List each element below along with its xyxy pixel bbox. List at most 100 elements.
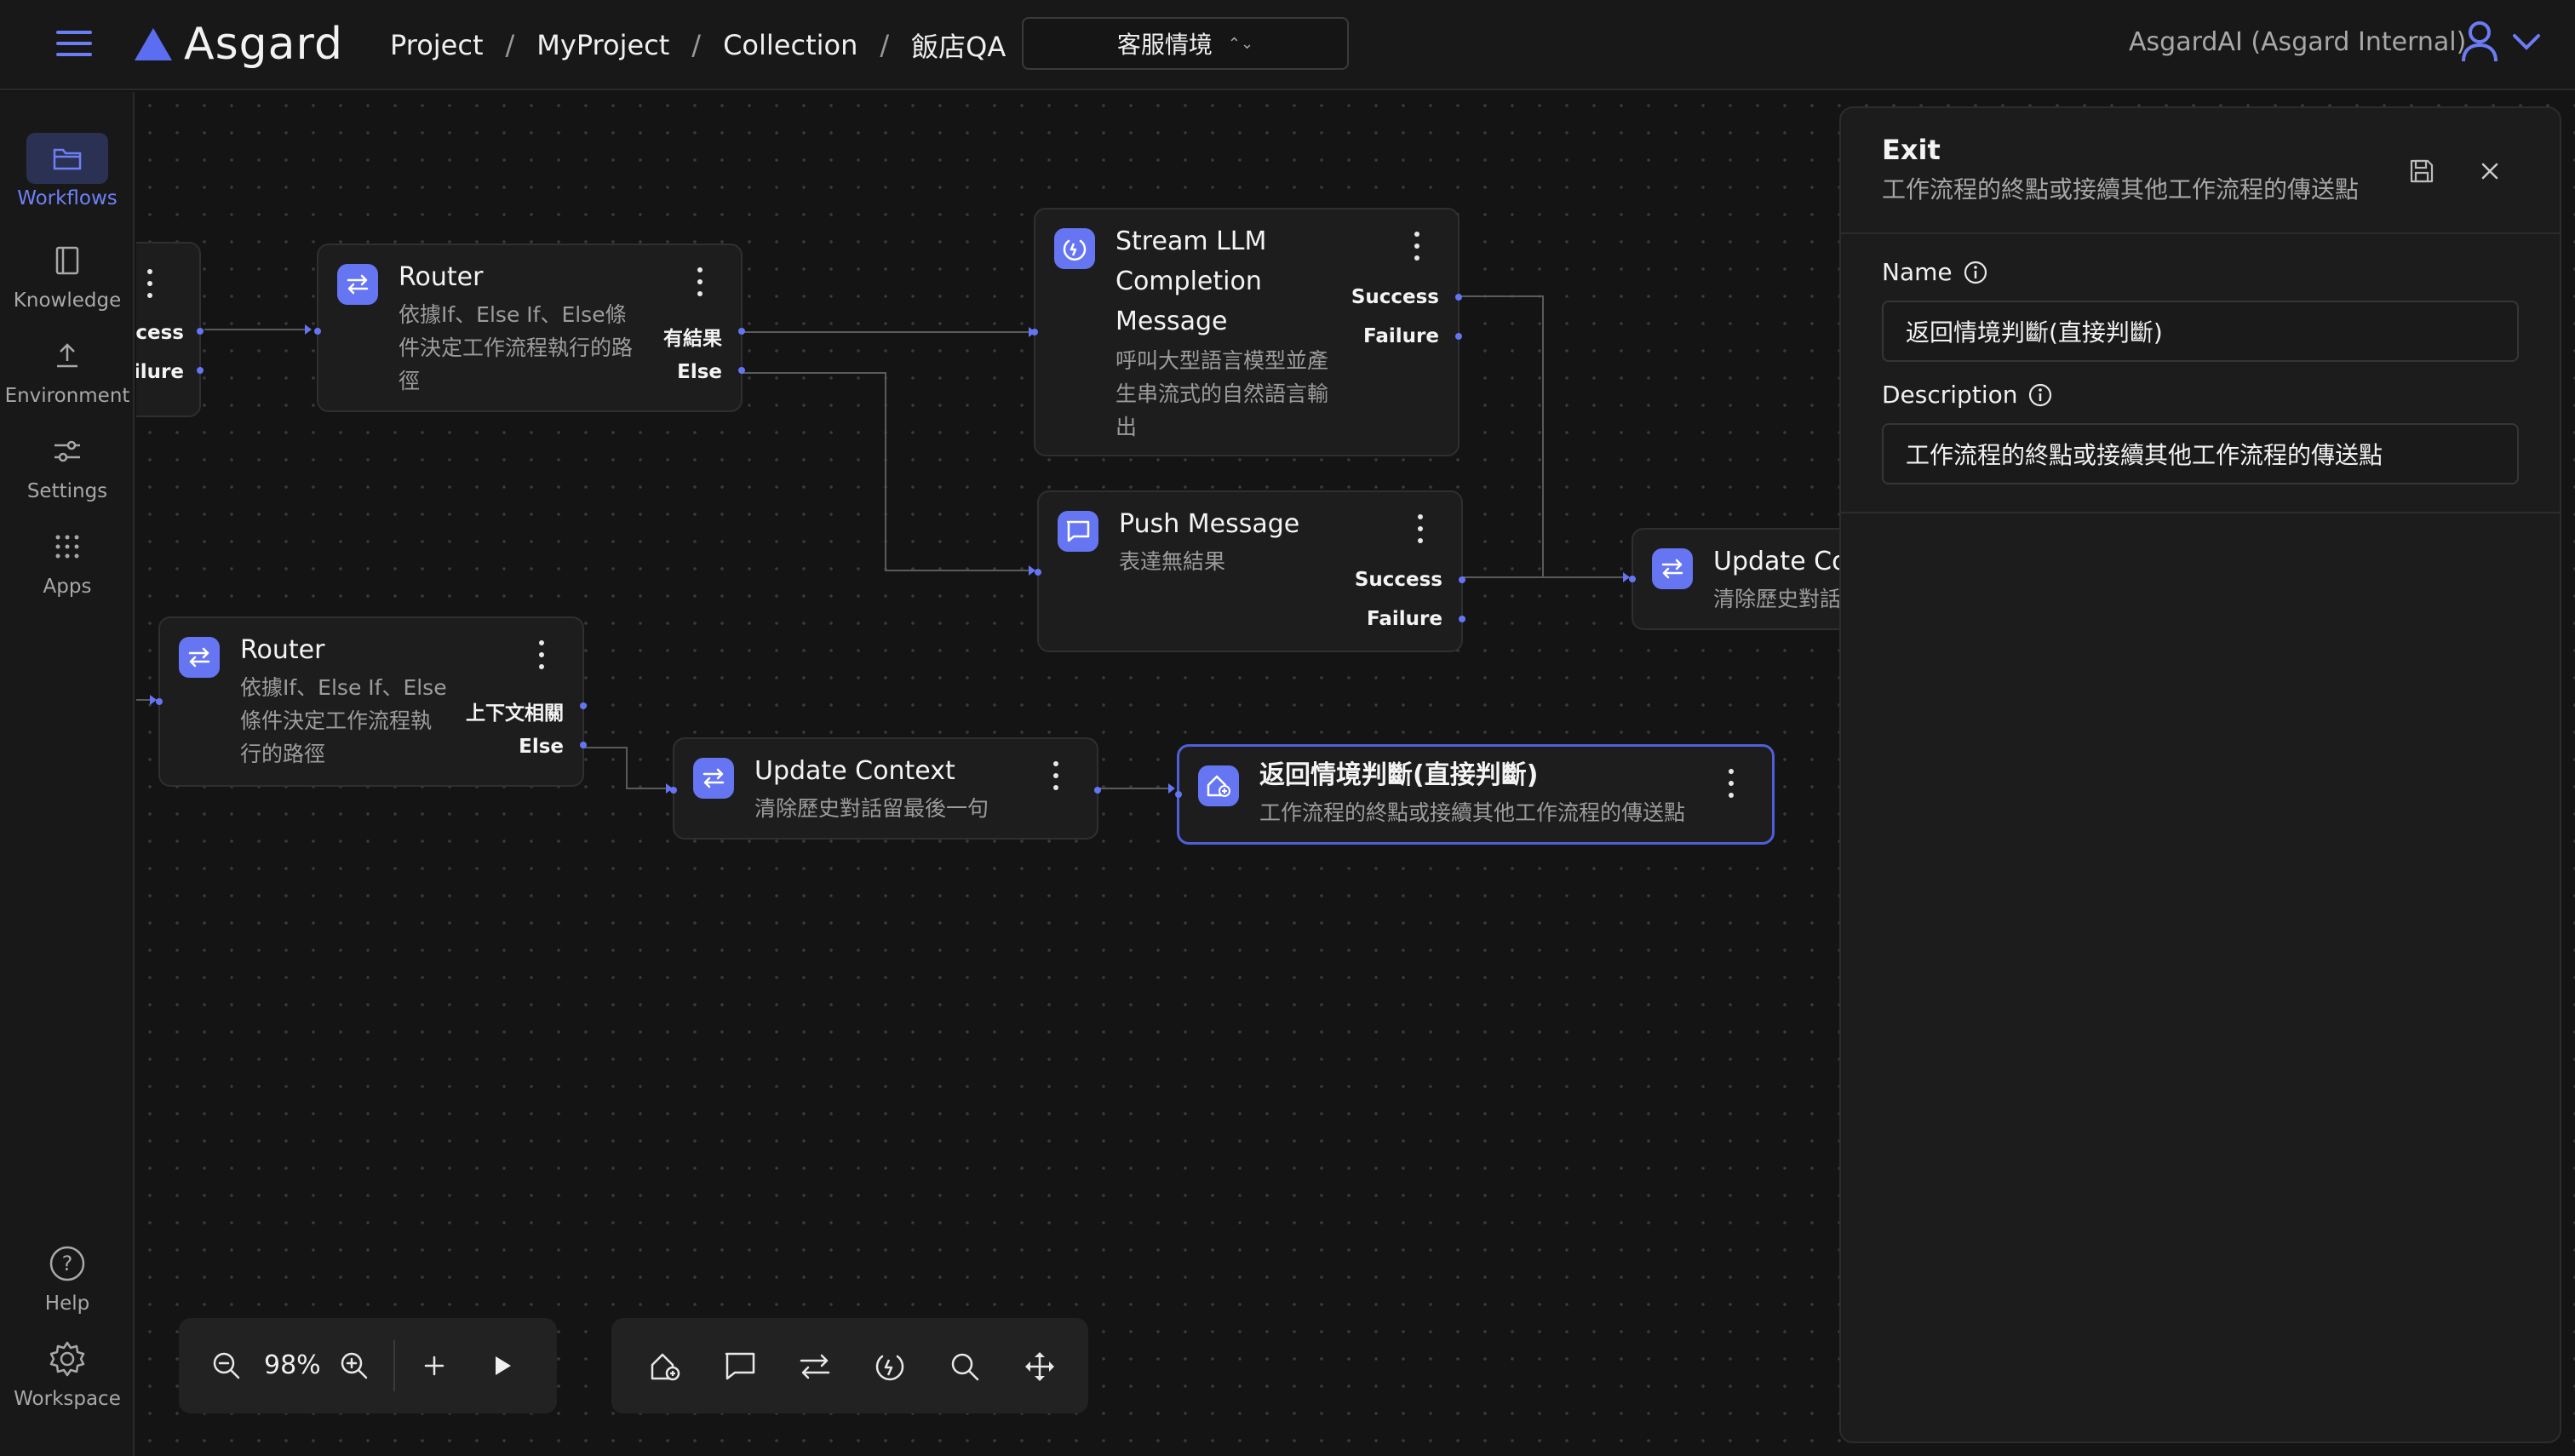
name-label: Name bbox=[1882, 258, 1988, 286]
zoom-in-icon[interactable] bbox=[337, 1349, 371, 1383]
breadcrumb: Project / MyProject / Collection / 飯店QA bbox=[390, 26, 1006, 65]
rail-help[interactable]: ? Help bbox=[0, 1238, 135, 1315]
output-port[interactable] bbox=[1455, 333, 1462, 340]
node-menu-icon[interactable] bbox=[141, 269, 158, 298]
name-field[interactable]: 返回情境判斷(直接判斷) bbox=[1882, 301, 2519, 362]
rail-environment[interactable]: Environment bbox=[0, 330, 135, 407]
node-title: Router bbox=[240, 635, 325, 665]
zoom-toolbar: 98% bbox=[179, 1318, 557, 1413]
move-icon[interactable] bbox=[1020, 1347, 1059, 1386]
close-icon[interactable] bbox=[2473, 154, 2507, 188]
node-menu-icon[interactable] bbox=[1412, 514, 1429, 543]
search-icon[interactable] bbox=[945, 1347, 984, 1386]
node-menu-icon[interactable] bbox=[1723, 769, 1740, 798]
exit-icon bbox=[1198, 765, 1239, 806]
rail-label: Settings bbox=[26, 480, 108, 502]
scenario-select[interactable]: 客服情境 ⌃⌄ bbox=[1022, 17, 1349, 70]
rail-settings[interactable]: Settings bbox=[0, 426, 135, 502]
app-logo[interactable]: Asgard bbox=[135, 19, 343, 70]
rail-apps[interactable]: Apps bbox=[0, 521, 135, 598]
info-icon[interactable] bbox=[1963, 260, 1988, 285]
description-field[interactable]: 工作流程的終點或接續其他工作流程的傳送點 bbox=[1882, 423, 2519, 484]
rail-label: Apps bbox=[43, 576, 92, 598]
node-menu-icon[interactable] bbox=[1047, 761, 1064, 790]
add-icon[interactable] bbox=[417, 1349, 451, 1383]
menu-icon[interactable] bbox=[56, 31, 92, 56]
output-port[interactable] bbox=[197, 367, 204, 374]
output-port[interactable] bbox=[738, 367, 745, 374]
stream-llm-icon[interactable] bbox=[870, 1347, 909, 1386]
node-description: 清除歷史對話留最後一句 bbox=[754, 796, 989, 821]
scenario-select-value: 客服情境 bbox=[1116, 31, 1213, 59]
breadcrumb-myproject[interactable]: MyProject bbox=[536, 29, 670, 61]
rail-label: Workspace bbox=[14, 1388, 121, 1410]
output-port[interactable] bbox=[1455, 294, 1462, 301]
input-port[interactable] bbox=[1035, 569, 1041, 576]
node-output-label: Failure bbox=[1363, 325, 1439, 347]
add-exit-icon[interactable] bbox=[645, 1347, 685, 1386]
node-properties-panel: Exit 工作流程的終點或接續其他工作流程的傳送點 Name 返回情境判斷(直接… bbox=[1839, 106, 2561, 1443]
rail-label: Help bbox=[44, 1293, 90, 1315]
account-name[interactable]: AsgardAI (Asgard Internal) bbox=[2129, 27, 2467, 57]
folder-icon bbox=[26, 133, 108, 184]
input-port[interactable] bbox=[1031, 329, 1038, 335]
router-icon bbox=[179, 637, 220, 678]
input-port[interactable] bbox=[1629, 576, 1636, 582]
push-message-node[interactable]: Push Message 表達無結果 Success Failure bbox=[1035, 490, 1465, 652]
node-title: Push Message bbox=[1119, 509, 1300, 539]
output-port[interactable] bbox=[580, 702, 587, 709]
node-menu-icon[interactable] bbox=[1408, 232, 1425, 261]
node-title: Router bbox=[399, 262, 484, 292]
router-node[interactable]: Router 依據If、Else If、Else條件決定工作流程執行的路徑 有結… bbox=[314, 244, 745, 412]
sliders-icon bbox=[26, 426, 108, 477]
output-port[interactable] bbox=[1094, 787, 1101, 794]
node-output-label: Success bbox=[1351, 286, 1439, 308]
top-bar: Asgard Project / MyProject / Collection … bbox=[0, 0, 2575, 90]
rail-knowledge[interactable]: Knowledge bbox=[0, 235, 135, 312]
router-icon[interactable] bbox=[795, 1347, 834, 1386]
svg-text:?: ? bbox=[62, 1252, 73, 1275]
chevron-down-icon[interactable] bbox=[2512, 31, 2541, 53]
output-port[interactable] bbox=[580, 742, 587, 748]
breadcrumb-current[interactable]: 飯店QA bbox=[911, 31, 1006, 63]
node-menu-icon[interactable] bbox=[533, 640, 550, 669]
input-port[interactable] bbox=[314, 328, 321, 335]
breadcrumb-project[interactable]: Project bbox=[390, 29, 484, 61]
info-icon[interactable] bbox=[2027, 382, 2053, 408]
input-port[interactable] bbox=[156, 698, 163, 705]
input-port[interactable] bbox=[670, 787, 677, 794]
breadcrumb-separator: / bbox=[880, 29, 890, 61]
play-icon[interactable] bbox=[485, 1349, 519, 1383]
panel-divider bbox=[1841, 512, 2560, 513]
output-port[interactable] bbox=[197, 328, 204, 335]
workflow-node-partial[interactable]: Success Failure bbox=[136, 242, 204, 417]
rail-label: Workflows bbox=[17, 187, 118, 209]
rail-workflows[interactable]: Workflows bbox=[0, 133, 135, 209]
app-name: Asgard bbox=[184, 19, 344, 70]
grid-dots-icon bbox=[26, 521, 108, 572]
output-port[interactable] bbox=[1459, 616, 1465, 622]
input-port[interactable] bbox=[1175, 791, 1182, 798]
exit-node[interactable]: 返回情境判斷(直接判斷) 工作流程的終點或接續其他工作流程的傳送點 bbox=[1175, 744, 1775, 845]
breadcrumb-separator: / bbox=[691, 29, 702, 61]
node-menu-icon[interactable] bbox=[691, 267, 708, 296]
router-icon bbox=[1652, 548, 1693, 589]
book-icon bbox=[26, 235, 108, 286]
rail-workspace[interactable]: Workspace bbox=[0, 1333, 135, 1410]
panel-title: Exit bbox=[1882, 134, 1941, 166]
connection-wires bbox=[136, 295, 1630, 794]
save-icon[interactable] bbox=[2405, 154, 2439, 188]
update-context-node[interactable]: Update Context 清除歷史對話留最後一句 bbox=[670, 737, 1101, 840]
output-port[interactable] bbox=[738, 328, 745, 335]
message-icon[interactable] bbox=[720, 1347, 760, 1386]
stream-llm-icon bbox=[1054, 228, 1095, 269]
left-rail: Workflows Knowledge Environment Settings… bbox=[0, 92, 135, 1456]
user-icon[interactable] bbox=[2461, 20, 2498, 63]
zoom-out-icon[interactable] bbox=[209, 1349, 244, 1383]
breadcrumb-collection[interactable]: Collection bbox=[723, 29, 858, 61]
output-port[interactable] bbox=[1459, 576, 1465, 583]
logo-triangle-icon bbox=[135, 28, 172, 60]
